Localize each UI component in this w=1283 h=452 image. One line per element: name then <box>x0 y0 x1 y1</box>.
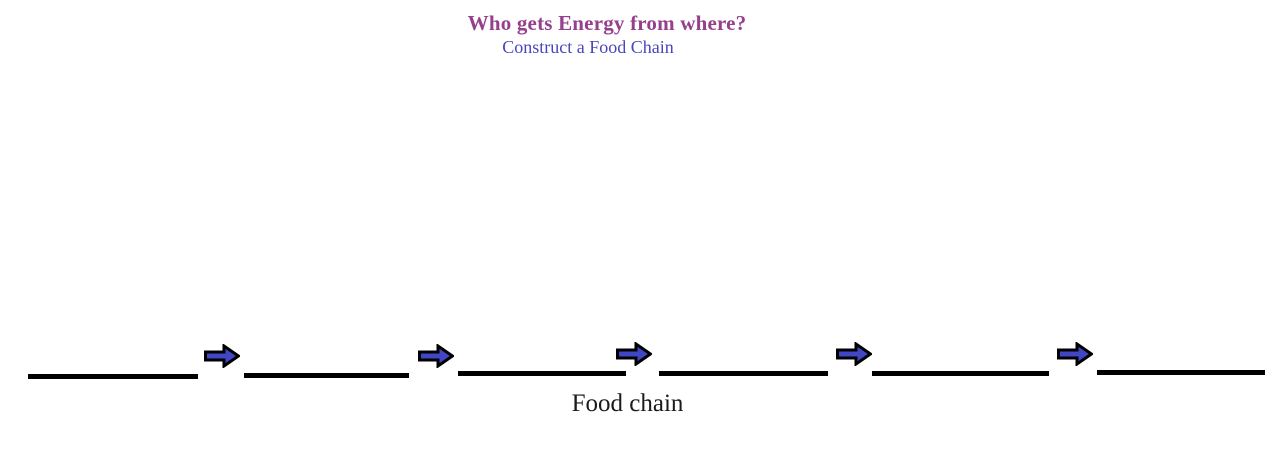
food-chain-blank-4[interactable] <box>659 371 828 376</box>
energy-flow-arrow-icon-5 <box>1057 342 1093 366</box>
food-chain-blank-5[interactable] <box>872 371 1049 376</box>
energy-flow-arrow-icon-3 <box>616 342 652 366</box>
page-title: Who gets Energy from where? <box>467 11 747 35</box>
energy-flow-arrow-icon-4 <box>836 342 872 366</box>
energy-flow-arrow-icon-2 <box>418 344 454 368</box>
food-chain-blank-2[interactable] <box>244 373 409 378</box>
food-chain-blank-1[interactable] <box>28 374 198 379</box>
food-chain-blank-3[interactable] <box>458 371 626 376</box>
food-chain-caption: Food chain <box>571 390 684 417</box>
page-subtitle: Construct a Food Chain <box>502 37 674 57</box>
food-chain-blank-6[interactable] <box>1097 370 1265 375</box>
energy-flow-arrow-icon-1 <box>204 344 240 368</box>
